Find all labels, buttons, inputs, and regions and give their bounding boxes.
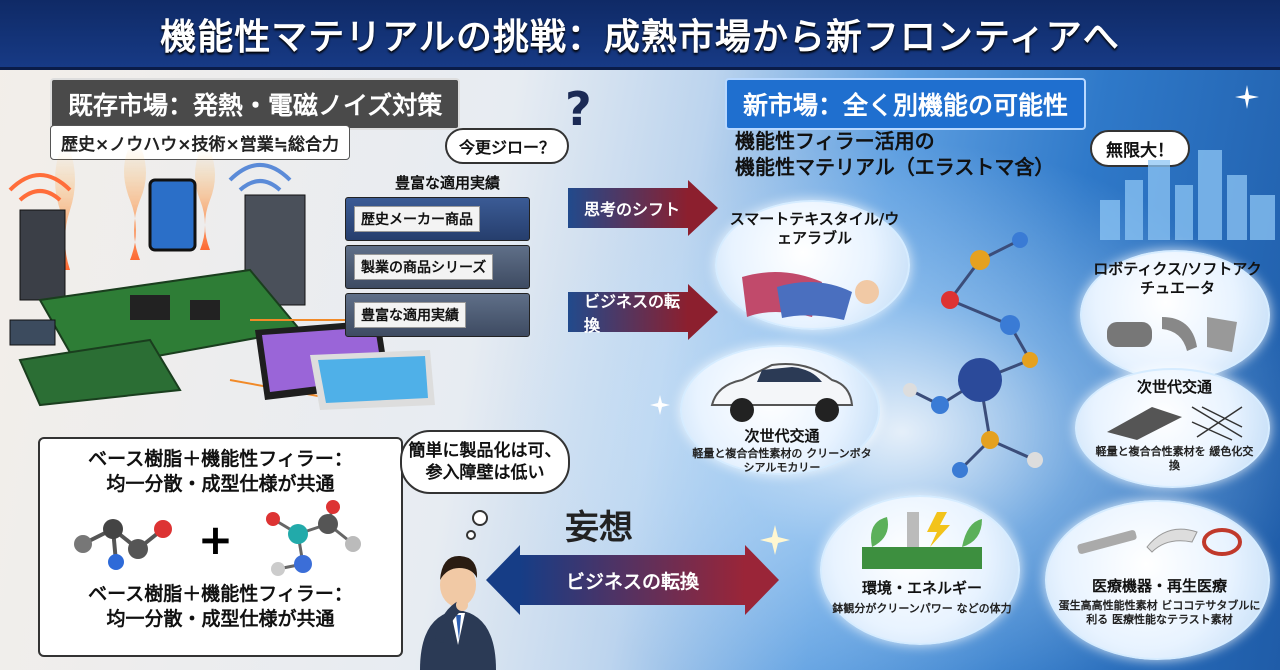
- environment-title: 環境・エネルギー: [861, 579, 982, 597]
- medical-description: 蛋生高高性能性素材 ビココテサタブルに利る 医療性能なテラスト素材: [1058, 599, 1261, 627]
- page-title: 機能性マテリアルの挑戦：成熟市場から新フロンティアへ: [160, 16, 1120, 58]
- speech-bubble-now: 今更ジロー？: [445, 128, 570, 164]
- chip: [190, 300, 220, 320]
- new-market-header: 新市場：全く別機能の可能性: [725, 78, 1087, 130]
- speech-bubble-infinite: 無限大！: [1090, 130, 1190, 167]
- robotics-label: ロボティクス/ソフトアクチュエータ: [1093, 260, 1262, 297]
- thought-bubble: 簡単に製品化は可、参入障壁は低い: [400, 430, 570, 495]
- thinking-businessman: [420, 555, 496, 670]
- robotics-node: ロボティクス/ソフトアクチュエータ: [1080, 250, 1270, 380]
- title-bar: 機能性マテリアルの挑戦：成熟市場から新フロンティアへ: [0, 0, 1280, 70]
- sparkle-icon: [650, 395, 670, 415]
- plus-sign: +: [197, 514, 234, 564]
- sparkle-icon: [1235, 85, 1259, 109]
- shelf: 製業の商品シリーズ: [345, 245, 530, 289]
- car-node: 次世代交通 軽量と複合合性素材の クリーンボタシアルモカリー: [680, 345, 880, 475]
- environment-description: 鉢観分がクリーンパワー などの体力: [832, 602, 1012, 615]
- wifi-signal-icon: [228, 163, 292, 192]
- composition-panel: ベース樹脂＋機能性フィラー： 均一分散・成型仕様が共通 + ベース樹脂＋機能性フ…: [38, 437, 403, 657]
- wearable-node: スマートテキスタイル/ウェアラブル: [715, 200, 910, 330]
- existing-market-header: 既存市場：発熱・電磁ノイズ対策: [50, 78, 461, 130]
- new-market-title-line: 機能性マテリアル（エラストマ含）: [735, 155, 1055, 179]
- fabric-icon: [742, 272, 879, 320]
- electronics-illustration: [8, 150, 346, 407]
- shelf-label: 製業の商品シリーズ: [354, 254, 494, 280]
- circuit-board: [18, 338, 182, 407]
- business-shift-double-arrow: ビジネスの転換: [486, 545, 779, 615]
- city-skyline: [1100, 150, 1275, 240]
- product-stack: 豊富な適用実績 歴史メーカー商品 製業の商品シリーズ 豊富な適用実績: [345, 172, 530, 341]
- thinking-shift-arrow: 思考のシフト: [568, 180, 718, 236]
- energy-icon: [862, 512, 982, 569]
- stack-top-label: 豊富な適用実績: [395, 174, 501, 192]
- molecule-icon: [266, 500, 362, 577]
- car-icon: [710, 363, 854, 422]
- question-mark: ?: [565, 82, 592, 136]
- central-molecule: [903, 232, 1043, 478]
- server-tower: [19, 209, 66, 301]
- new-market-title-line: 機能性フィラー活用の: [735, 129, 935, 153]
- medical-node: 医療機器・再生医療 蛋生高高性能性素材 ビココテサタブルに利る 医療性能なテラス…: [1045, 500, 1270, 660]
- chip: [130, 295, 170, 320]
- sparkle-icon: [760, 525, 790, 555]
- delusion-label: 妄想: [565, 508, 633, 548]
- chip: [9, 319, 56, 346]
- transit-node: 次世代交通 軽量と複合合性素材を 緩色化交換: [1075, 368, 1270, 488]
- shelf: 豊富な適用実績: [345, 293, 530, 337]
- wifi-signal-icon: [8, 173, 72, 202]
- thought-dot: [466, 530, 476, 540]
- molecule-icon: [73, 519, 172, 571]
- tablet-device: [148, 178, 197, 252]
- shelf-label: 豊富な適用実績: [354, 302, 466, 328]
- wearable-label: スマートテキスタイル/ウェアラブル: [729, 210, 900, 247]
- shelf: 歴史メーカー商品: [345, 197, 530, 241]
- shelf-label: 歴史メーカー商品: [354, 206, 480, 232]
- nanoparticle-cluster: [958, 358, 1002, 402]
- car-title: 次世代交通: [744, 427, 820, 445]
- medical-devices-icon: [1077, 528, 1242, 556]
- composition-line: 均一分散・成型仕様が共通: [106, 608, 335, 631]
- composition-line: 均一分散・成型仕様が共通: [106, 472, 335, 495]
- composition-line: ベース樹脂＋機能性フィラー：: [88, 448, 353, 470]
- thought-dot: [472, 510, 488, 526]
- phone-screen: [318, 356, 428, 403]
- smartphones-illustration: [255, 320, 435, 410]
- actuator-icon: [1107, 317, 1237, 352]
- business-shift-arrow: ビジネスの転換: [568, 284, 718, 340]
- composition-line: ベース樹脂＋機能性フィラー：: [88, 583, 353, 606]
- composite-mesh-icon: [1107, 406, 1243, 441]
- car-description: 軽量と複合合性素材の クリーンボタシアルモカリー: [692, 447, 872, 475]
- transit-description: 軽量と複合合性素材を 緩色化交換: [1095, 445, 1254, 473]
- environment-node: 環境・エネルギー 鉢観分がクリーンパワー などの体力: [820, 495, 1020, 645]
- medical-title: 医療機器・再生医療: [1091, 577, 1227, 595]
- molecule-row: +: [54, 496, 387, 582]
- new-market-title: 機能性フィラー活用の 機能性マテリアル（エラストマ含）: [735, 128, 1054, 180]
- transit-title: 次世代交通: [1136, 378, 1212, 396]
